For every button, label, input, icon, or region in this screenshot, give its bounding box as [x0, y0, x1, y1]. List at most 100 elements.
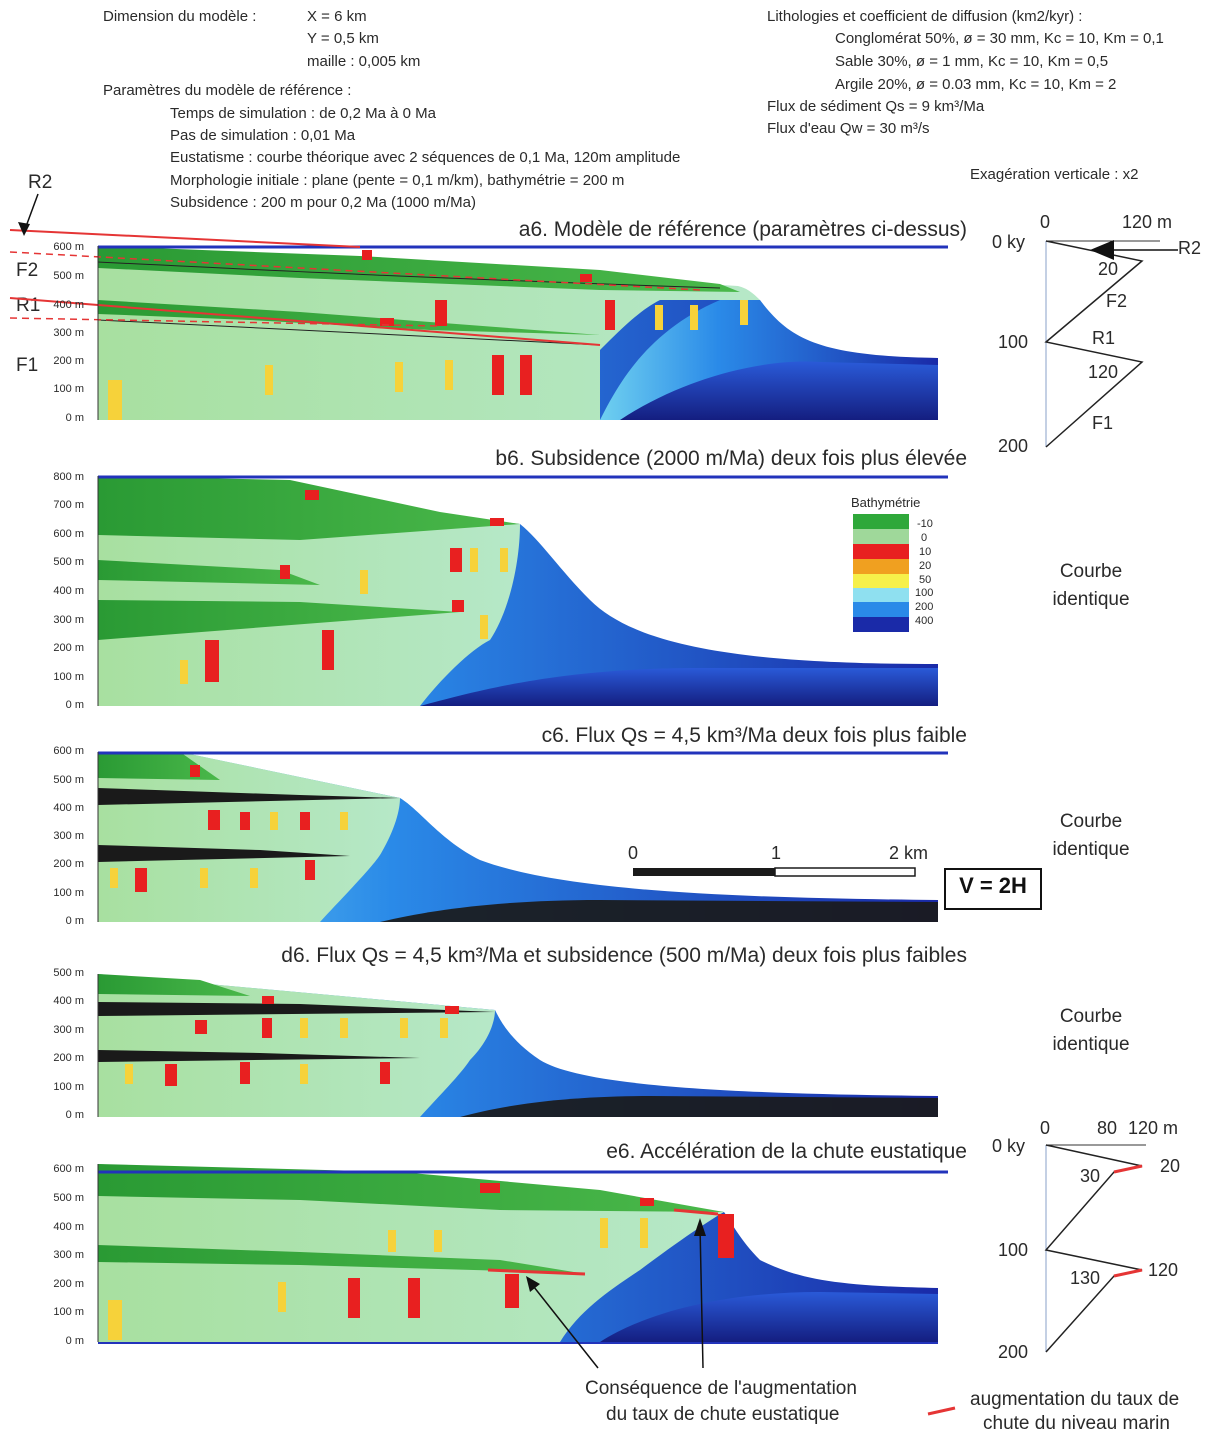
label-f2: F2 [16, 260, 39, 281]
legend-swatch [853, 588, 909, 602]
curve-e-x0: 0 [1040, 1118, 1051, 1138]
y-tick: 0 m [65, 412, 84, 424]
y-tick: 400 m [53, 995, 84, 1007]
panel-title-c6: c6. Flux Qs = 4,5 km³/Ma deux fois plus … [541, 724, 967, 747]
identique-word: identique [1052, 589, 1130, 610]
annotation-line1: Conséquence de l'augmentation [585, 1378, 857, 1399]
y-tick: 400 m [53, 299, 84, 311]
vh-label: V = 2H [959, 873, 1027, 898]
y-tick: 500 m [53, 774, 84, 786]
y-tick: 200 m [53, 355, 84, 367]
y-tick: 600 m [53, 528, 84, 540]
courbe-word: Courbe [1059, 561, 1123, 582]
y-tick: 300 m [53, 614, 84, 626]
curve-a-f1: F1 [1092, 413, 1114, 433]
red-legend-line1: augmentation du taux de [970, 1389, 1180, 1410]
legend-label: 200 [915, 601, 934, 613]
y-tick: 200 m [53, 1278, 84, 1290]
label-r2: R2 [28, 172, 53, 193]
curve-e-x80: 80 [1097, 1118, 1118, 1138]
reference-label: Paramètres du modèle de référence : [103, 82, 352, 99]
legend-label: 0 [921, 532, 928, 544]
y-tick: 600 m [53, 241, 84, 253]
curve-e-t100: 100 [998, 1240, 1029, 1260]
legend-swatch [853, 617, 909, 632]
y-tick: 200 m [53, 642, 84, 654]
curve-e-l130: 130 [1070, 1268, 1101, 1288]
legend-label: 100 [915, 587, 934, 599]
y-tick: 100 m [53, 383, 84, 395]
curve-e-t200: 200 [998, 1342, 1029, 1362]
legend-swatch [853, 559, 909, 574]
section-a6 [9, 193, 948, 420]
reference-line: Pas de simulation : 0,01 Ma [170, 127, 356, 144]
curve-e-l30: 30 [1080, 1166, 1101, 1186]
curve-a-t100: 100 [998, 332, 1029, 352]
legend-label: 50 [919, 574, 932, 586]
vertical-exaggeration: Exagération verticale : x2 [970, 166, 1139, 183]
sediment-flux: Flux de sédiment Qs = 9 km³/Ma [767, 98, 985, 115]
eustatic-curve-a [1044, 240, 1178, 448]
lithology-label: Lithologies et coefficient de diffusion … [767, 8, 1083, 25]
legend-swatch [853, 514, 909, 529]
annotation-line2: du taux de chute eustatique [606, 1404, 840, 1425]
lithology-line: Sable 30%, ø = 1 mm, Kc = 10, Km = 0,5 [835, 53, 1109, 70]
identique-word: identique [1052, 1034, 1130, 1055]
identique-word: identique [1052, 839, 1130, 860]
section-c6 [97, 751, 948, 922]
curve-a-f2: F2 [1106, 291, 1128, 311]
curve-a-x120: 120 m [1122, 212, 1173, 232]
y-tick: 100 m [53, 1306, 84, 1318]
y-tick: 500 m [53, 967, 84, 979]
legend-label: 20 [919, 560, 932, 572]
red-legend-line2: chute du niveau marin [983, 1413, 1170, 1434]
curve-a-r1: R1 [1092, 328, 1116, 348]
courbe-word: Courbe [1059, 1006, 1123, 1027]
reference-line: Eustatisme : courbe théorique avec 2 séq… [170, 149, 681, 166]
curve-e-t0: 0 ky [992, 1136, 1026, 1156]
y-tick: 300 m [53, 327, 84, 339]
panel-title-e6: e6. Accélération de la chute eustatique [606, 1140, 967, 1163]
legend-swatch [853, 529, 909, 544]
dimension-label: Dimension du modèle : [103, 8, 257, 25]
courbe-identique-d: Courbe identique [1031, 1003, 1151, 1059]
y-tick: 800 m [53, 471, 84, 483]
lithology-line: Conglomérat 50%, ø = 30 mm, Kc = 10, Km … [835, 30, 1164, 47]
scale-label-1: 1 [771, 843, 782, 863]
y-tick: 600 m [53, 745, 84, 757]
y-tick: 700 m [53, 499, 84, 511]
scale-bar [633, 867, 916, 877]
red-legend-line [927, 1406, 956, 1416]
y-tick: 0 m [65, 1335, 84, 1347]
panel-title-d6: d6. Flux Qs = 4,5 km³/Ma et subsidence (… [281, 944, 967, 967]
curve-a-t0: 0 ky [992, 232, 1026, 252]
reference-line: Temps de simulation : de 0,2 Ma à 0 Ma [170, 105, 436, 122]
curve-a-t200: 200 [998, 436, 1029, 456]
courbe-identique-c: Courbe identique [1031, 808, 1151, 864]
dimension-x: X = 6 km [307, 8, 367, 25]
y-tick: 300 m [53, 1024, 84, 1036]
legend-label: -10 [917, 518, 933, 530]
scale-label-0: 0 [628, 843, 639, 863]
y-tick: 200 m [53, 858, 84, 870]
y-tick: 0 m [65, 1109, 84, 1121]
courbe-identique-b: Courbe identique [1031, 558, 1151, 614]
panel-title-a6: a6. Modèle de référence (paramètres ci-d… [518, 218, 967, 241]
curve-e-x120: 120 m [1128, 1118, 1179, 1138]
curve-e-l20: 20 [1160, 1156, 1181, 1176]
dimension-y: Y = 0,5 km [307, 30, 379, 47]
legend-label: 400 [915, 615, 934, 627]
legend-swatch [853, 544, 909, 559]
courbe-word: Courbe [1059, 811, 1123, 832]
reference-line: Morphologie initiale : plane (pente = 0,… [170, 172, 625, 189]
legend-title: Bathymétrie [851, 495, 921, 510]
y-tick: 500 m [53, 556, 84, 568]
curve-a-l20: 20 [1098, 259, 1119, 279]
curve-e-l120: 120 [1148, 1260, 1179, 1280]
section-d6 [97, 974, 938, 1117]
y-tick: 100 m [53, 887, 84, 899]
label-f1: F1 [16, 355, 39, 376]
legend-swatch [853, 602, 909, 617]
curve-a-x0: 0 [1040, 212, 1051, 232]
y-tick: 0 m [65, 915, 84, 927]
